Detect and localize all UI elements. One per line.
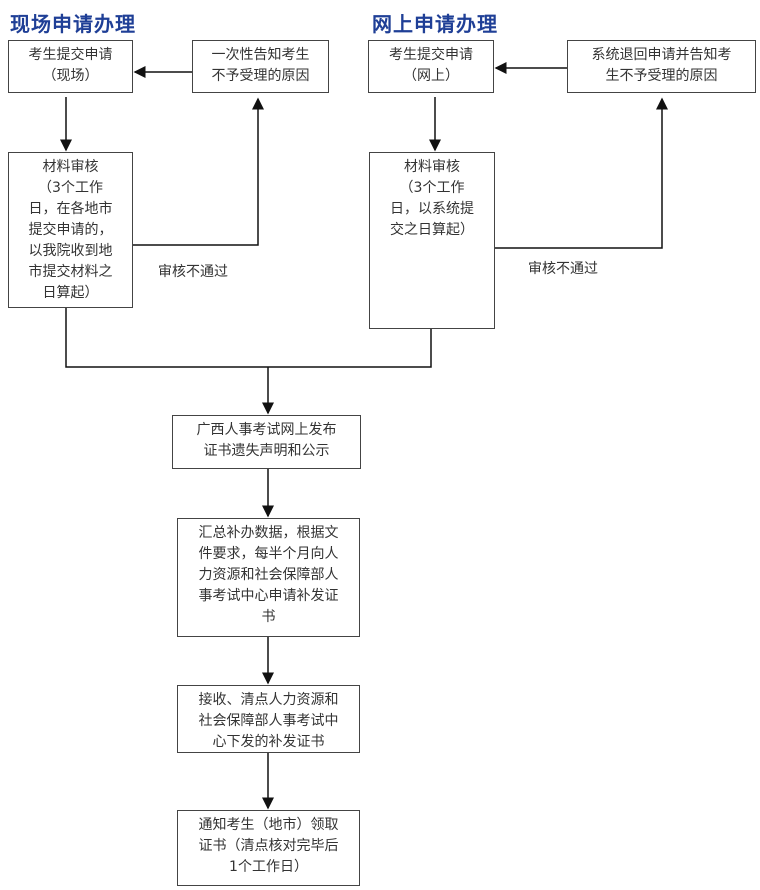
onsite-review-text: 材料审核 （3个工作 日，在各地市 提交申请的， 以我院收到地 市提交材料之 日… <box>28 159 113 301</box>
online-submit-text: 考生提交申请 （网上） <box>389 47 473 84</box>
online-submit-box: 考生提交申请 （网上） <box>368 40 494 93</box>
merge-line <box>65 307 432 368</box>
online-reject-label: 审核不通过 <box>528 261 598 277</box>
step-notify-collect-box: 通知考生（地市）领取 证书（清点核对完毕后 1个工作日） <box>177 810 360 886</box>
onsite-reject-label: 审核不通过 <box>158 264 228 280</box>
onsite-notify-box: 一次性告知考生 不予受理的原因 <box>192 40 329 93</box>
arrow-reject-online <box>494 97 668 249</box>
step-publish-text: 广西人事考试网上发布 证书遗失声明和公示 <box>196 422 337 459</box>
onsite-review-box: 材料审核 （3个工作 日，在各地市 提交申请的， 以我院收到地 市提交材料之 日… <box>8 152 133 308</box>
online-review-box: 材料审核 （3个工作 日，以系统提 交之日算起） <box>369 152 495 329</box>
step-publish-box: 广西人事考试网上发布 证书遗失声明和公示 <box>172 415 361 469</box>
online-review-text: 材料审核 （3个工作 日，以系统提 交之日算起） <box>390 159 474 238</box>
onsite-submit-box: 考生提交申请 （现场） <box>8 40 133 93</box>
online-title: 网上申请办理 <box>372 12 498 36</box>
online-notify-text: 系统退回申请并告知考 生不予受理的原因 <box>591 47 732 84</box>
onsite-notify-text: 一次性告知考生 不予受理的原因 <box>211 47 310 84</box>
onsite-title: 现场申请办理 <box>10 12 136 36</box>
step-apply-box: 汇总补办数据，根据文 件要求，每半个月向人 力资源和社会保障部人 事考试中心申请… <box>177 518 360 637</box>
step-apply-text: 汇总补办数据，根据文 件要求，每半个月向人 力资源和社会保障部人 事考试中心申请… <box>198 525 339 625</box>
online-notify-box: 系统退回申请并告知考 生不予受理的原因 <box>567 40 756 93</box>
arrow-reject-onsite <box>132 97 264 246</box>
step-receive-box: 接收、清点人力资源和 社会保障部人事考试中 心下发的补发证书 <box>177 685 360 753</box>
onsite-submit-text: 考生提交申请 （现场） <box>28 47 113 84</box>
step-notify-collect-text: 通知考生（地市）领取 证书（清点核对完毕后 1个工作日） <box>198 817 339 875</box>
step-receive-text: 接收、清点人力资源和 社会保障部人事考试中 心下发的补发证书 <box>198 692 339 750</box>
